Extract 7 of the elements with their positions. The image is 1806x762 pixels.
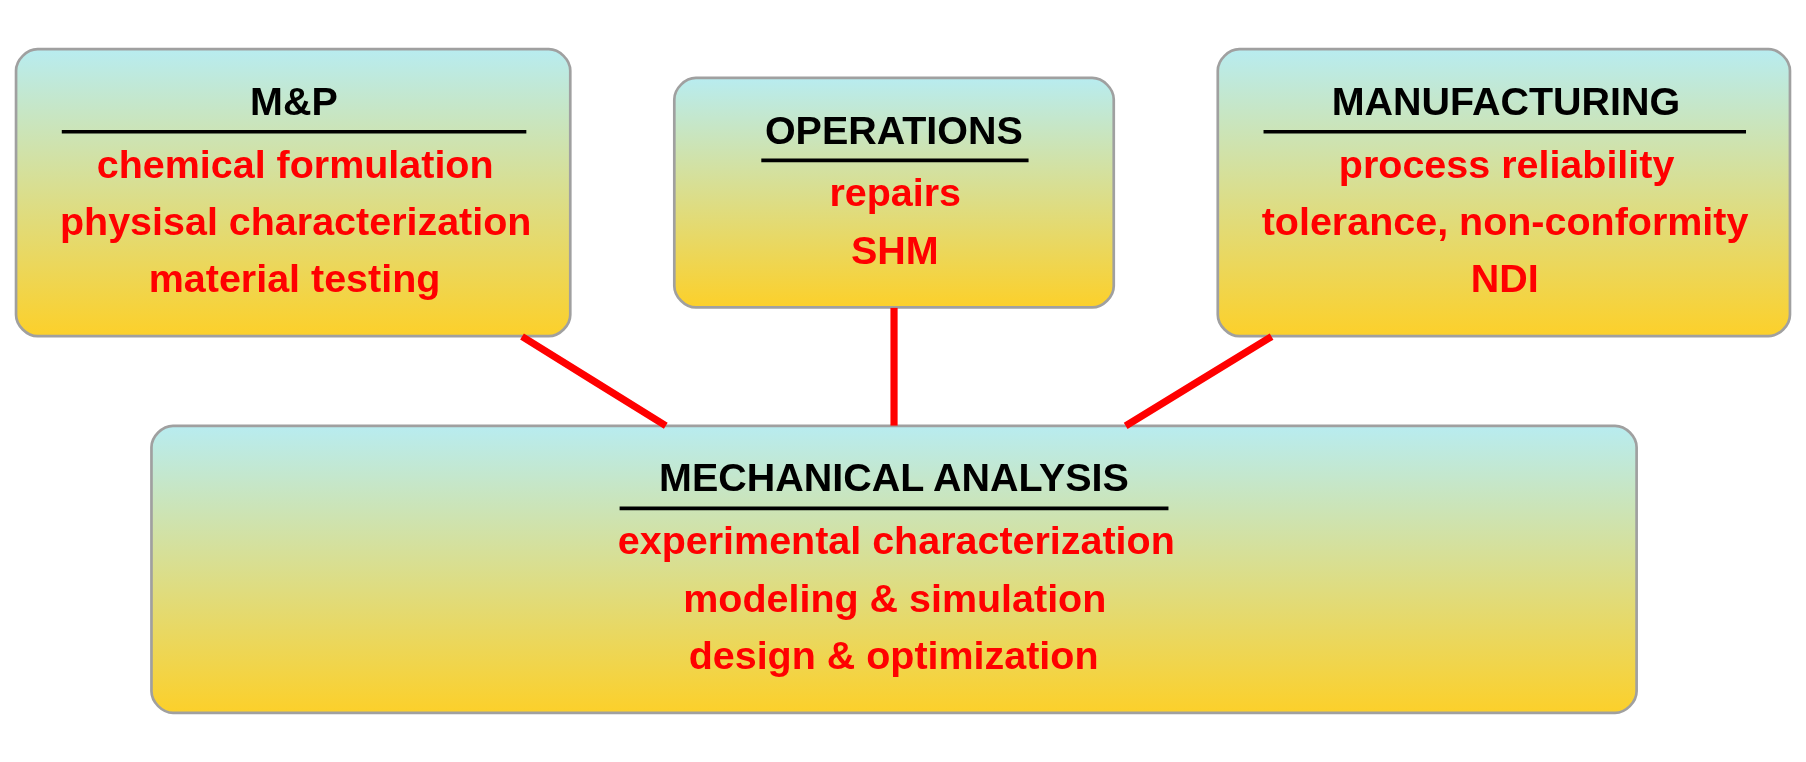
node-box: M&P chemical formulation physisal characterization material testing: [14, 47, 572, 338]
node-box: OPERATIONS repairs SHM: [672, 76, 1116, 309]
node-box: MANUFACTURING process reliability tolerance, non-conformity NDI: [1216, 47, 1792, 338]
node-box: MECHANICAL ANALYSIS experimental characterization modeling & simulation design & optimization: [150, 424, 1638, 715]
connector: [890, 307, 898, 426]
connector: [520, 333, 668, 429]
connector: [1123, 333, 1274, 429]
